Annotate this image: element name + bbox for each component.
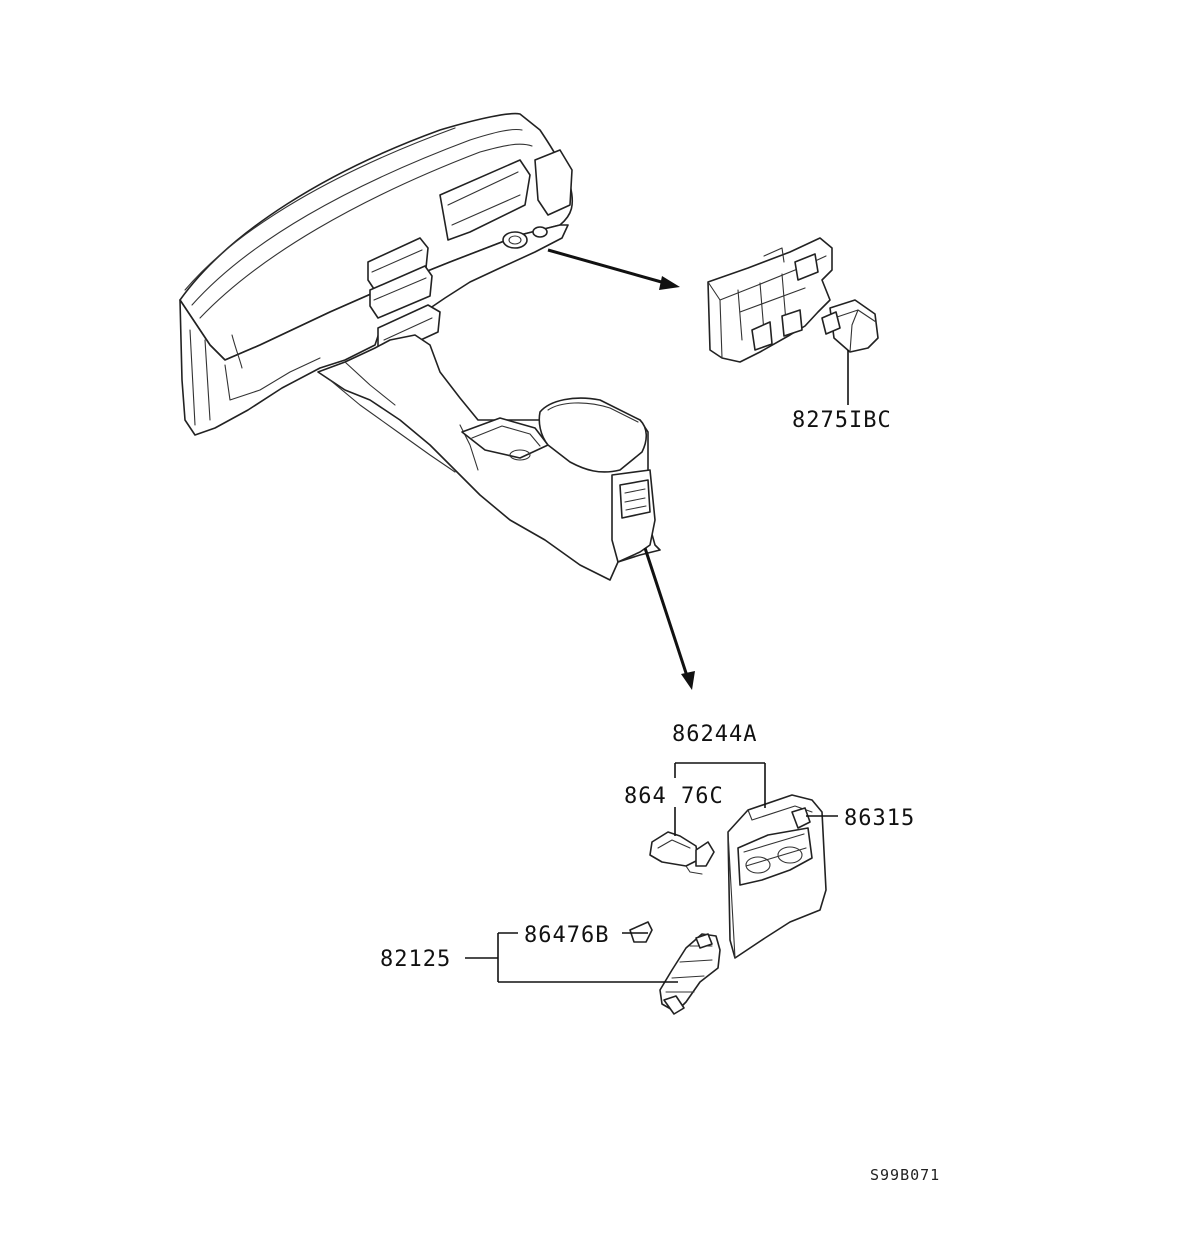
part-label-86476b: 86476B	[524, 923, 609, 948]
part-label-86244a: 86244A	[672, 722, 757, 747]
clip-86476b-illustration	[629, 921, 653, 943]
diagram-reference-code: S99B071	[870, 1166, 940, 1184]
arrow-to-relay-block	[547, 248, 680, 290]
part-label-82125: 82125	[380, 947, 451, 972]
part-label-8275ibc: 8275IBC	[792, 408, 892, 433]
part-label-86315: 86315	[844, 806, 915, 831]
switch-panel-illustration	[727, 794, 827, 959]
part-label-86476c: 864 76C	[624, 784, 724, 809]
leader-lines	[465, 350, 849, 983]
dashboard-console-illustration	[179, 112, 661, 581]
relay-block-illustration	[707, 237, 879, 363]
switch-82125-illustration	[659, 933, 721, 1015]
connector-86476c-illustration	[649, 831, 715, 875]
arrow-to-switch-assembly	[643, 547, 695, 690]
